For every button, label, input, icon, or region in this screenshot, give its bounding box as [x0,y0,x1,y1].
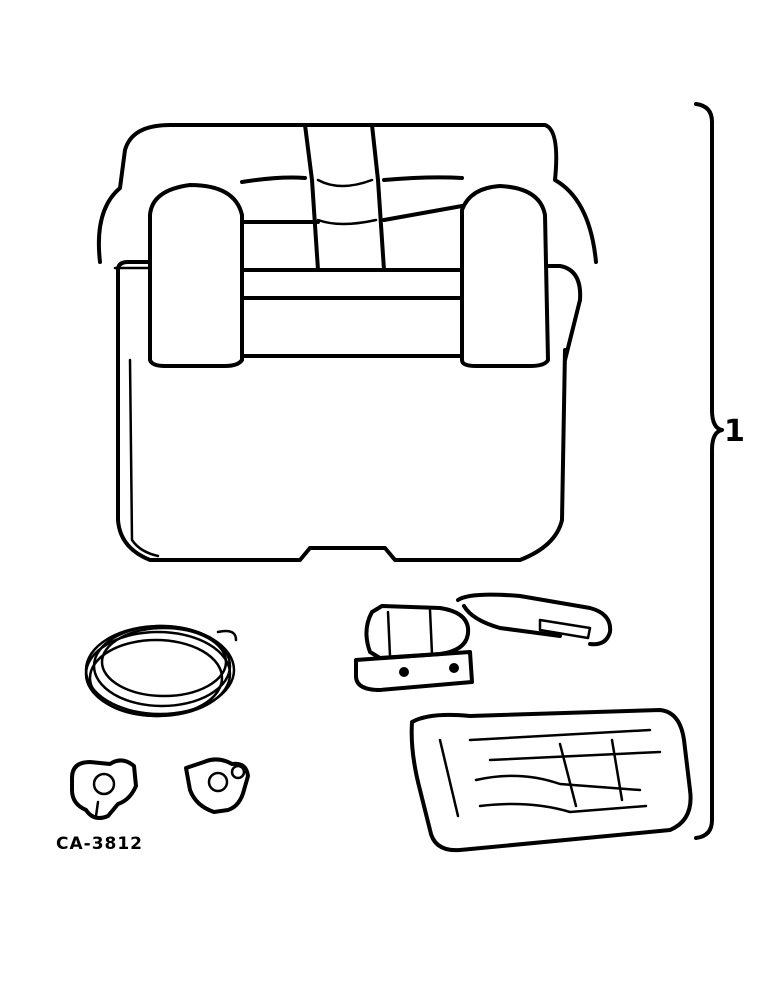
group-bracket [694,102,724,840]
terminal-clamp-right [184,757,250,814]
hardware-bag [409,708,693,853]
solenoid-switch [354,604,474,692]
callout-label: 1 [724,414,745,449]
figure-code: CA-3812 [56,834,144,854]
terminal-clamp-left [70,758,138,820]
coiled-cable [84,624,238,718]
hold-down-strap [456,592,613,647]
battery-box [96,123,598,562]
